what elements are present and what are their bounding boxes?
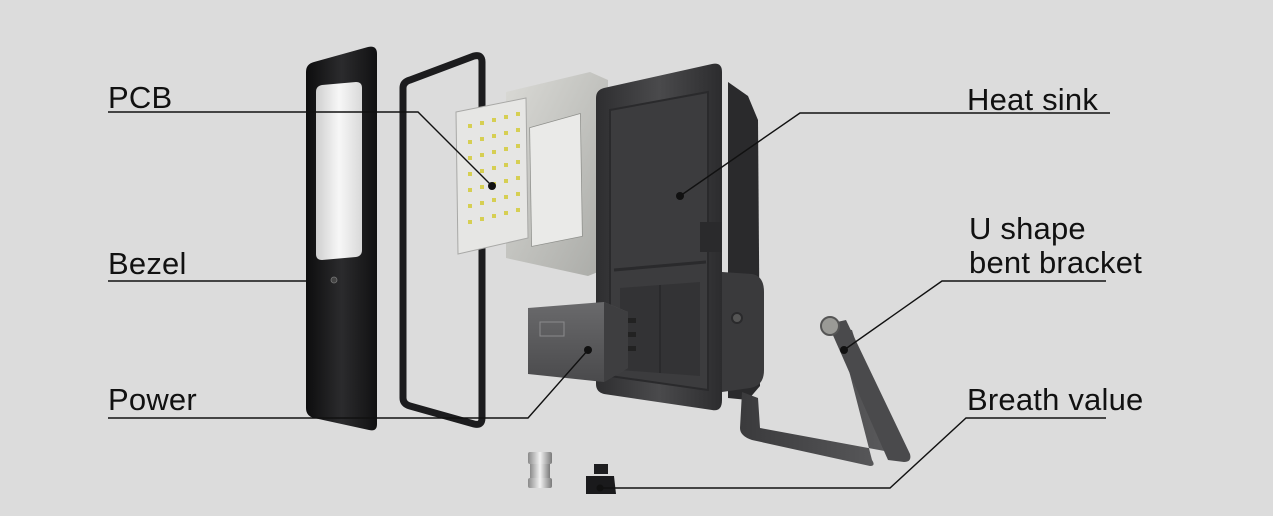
leader-lines: [108, 111, 1110, 492]
label-power: Power: [108, 382, 197, 417]
pcb-board-part: [455, 97, 529, 255]
label-u-shape-line1: U shape: [969, 211, 1086, 246]
pcb-leader-line: [108, 111, 493, 187]
label-u-shape-line2: bent bracket: [969, 245, 1143, 280]
label-breath-value: Breath value: [967, 382, 1144, 417]
reflector-part: [506, 72, 608, 276]
breath-valve-leader-dot: [596, 484, 604, 492]
u-shape-bracket-part: [740, 316, 911, 466]
power-leader-dot: [584, 346, 592, 354]
heat-sink-leader-line: [679, 112, 1110, 197]
cable-gland-part: [528, 452, 552, 488]
breath-valve-leader-line: [600, 417, 1106, 489]
label-pcb: PCB: [108, 80, 173, 115]
bezel-part: [306, 46, 377, 431]
label-u-shape-bracket: U shape bent bracket: [969, 212, 1142, 280]
label-bezel: Bezel: [108, 246, 187, 281]
power-supply-part: [528, 302, 636, 382]
label-heat-sink: Heat sink: [967, 82, 1099, 117]
bracket-leader-line: [843, 280, 1106, 351]
heat-sink-leader-dot: [676, 192, 684, 200]
bracket-leader-dot: [840, 346, 848, 354]
power-leader-line: [108, 349, 589, 419]
pcb-leader-dot: [488, 182, 496, 190]
